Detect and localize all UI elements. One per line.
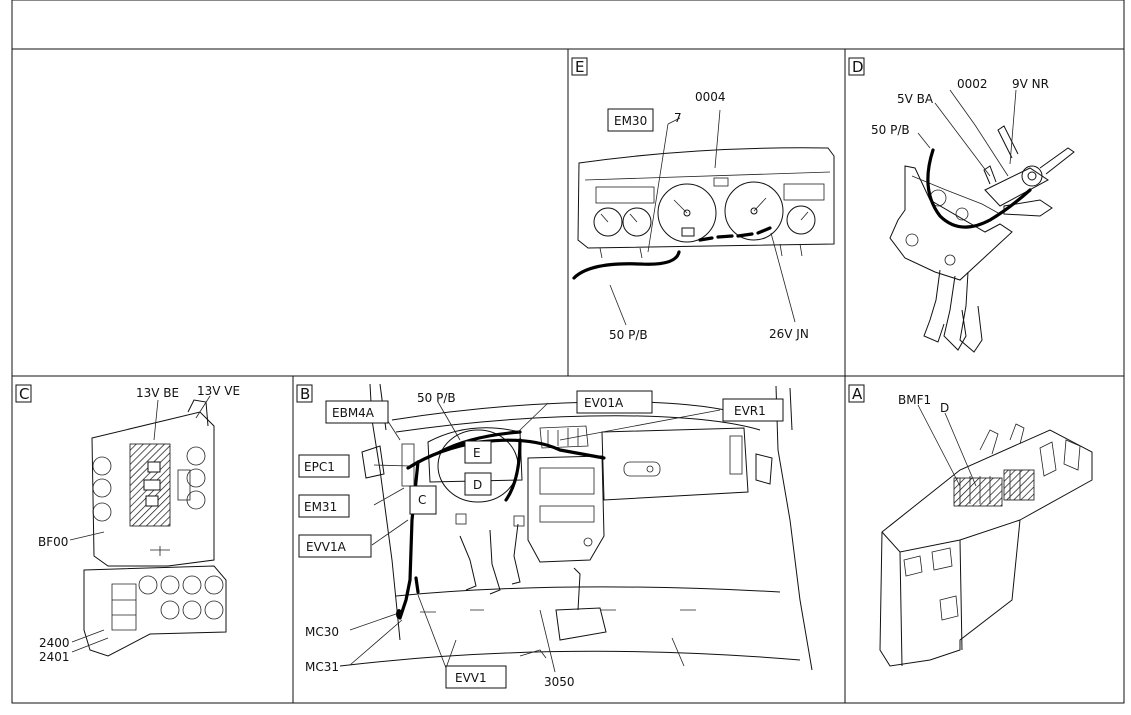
label-em31: EM31	[304, 500, 337, 514]
label-50pb-e: 50 P/B	[609, 328, 648, 342]
engine-fusebox-drawing	[879, 404, 1093, 667]
label-evr1: EVR1	[734, 404, 766, 418]
panel-a: A BMF1 D	[848, 384, 1093, 667]
label-em30: EM30	[614, 114, 647, 128]
zoom-marker-c: C	[418, 493, 426, 507]
panel-e-letter: E	[575, 58, 584, 76]
panel-b-letter: B	[300, 385, 310, 403]
label-0004: 0004	[695, 90, 726, 104]
panel-e: E	[571, 57, 835, 342]
panel-b: B	[296, 383, 813, 689]
pedal-box-drawing	[889, 89, 1075, 353]
label-9vnr: 9V NR	[1012, 77, 1049, 91]
label-bmf1: BMF1	[898, 393, 931, 407]
label-epc1: EPC1	[304, 460, 335, 474]
label-ev01a: EV01A	[584, 396, 624, 410]
panel-c-letter: C	[19, 385, 29, 403]
label-7: 7	[674, 111, 682, 125]
label-evv1: EVV1	[455, 671, 487, 685]
zoom-marker-d: D	[473, 478, 482, 492]
label-0002: 0002	[957, 77, 988, 91]
zoom-marker-e: E	[473, 446, 481, 460]
label-mc31: MC31	[305, 660, 339, 674]
instrument-cluster-drawing	[572, 109, 835, 326]
label-mc30: MC30	[305, 625, 339, 639]
cabin-interior-drawing	[339, 383, 813, 673]
label-26vjn: 26V JN	[769, 327, 809, 341]
label-50pb-d: 50 P/B	[871, 123, 910, 137]
panel-a-letter: A	[852, 385, 863, 403]
label-evv1a: EVV1A	[306, 540, 347, 554]
panel-d-letter: D	[852, 58, 864, 76]
panel-d: D 0002	[848, 57, 1075, 353]
label-13vbe: 13V BE	[136, 386, 179, 400]
label-ebm4a: EBM4A	[332, 406, 375, 420]
label-5vba: 5V BA	[897, 92, 934, 106]
label-13vve: 13V VE	[197, 384, 240, 398]
panel-c: C	[15, 384, 240, 664]
label-bf00: BF00	[38, 535, 68, 549]
label-3050: 3050	[544, 675, 575, 689]
label-d: D	[940, 401, 949, 415]
label-2401: 2401	[39, 650, 70, 664]
label-50pb-b: 50 P/B	[417, 391, 456, 405]
fuse-box-drawing	[69, 395, 227, 657]
label-2400: 2400	[39, 636, 70, 650]
sheet-frame	[11, 0, 1125, 704]
